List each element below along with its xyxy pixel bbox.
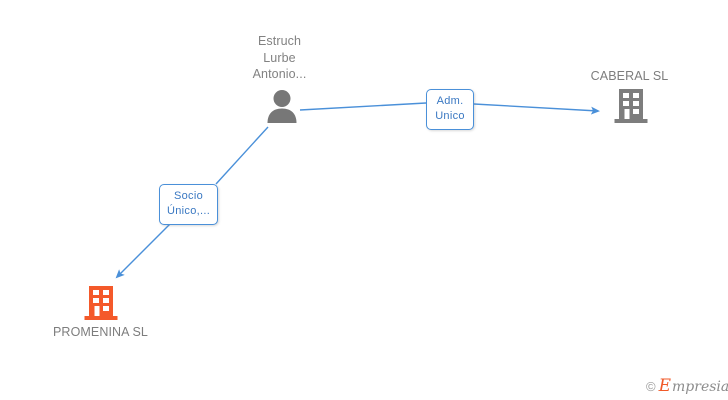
copyright-icon: © bbox=[646, 379, 656, 394]
building-icon-caberal[interactable] bbox=[613, 88, 649, 124]
person-node-label: Estruch Lurbe Antonio... bbox=[252, 34, 307, 81]
empresia-watermark: © E mpresia bbox=[646, 378, 728, 395]
person-icon[interactable] bbox=[264, 89, 300, 123]
brand-initial: E bbox=[658, 376, 672, 396]
building-icon-promenina[interactable] bbox=[83, 285, 119, 321]
edge-line-socio-to-promenina bbox=[115, 215, 179, 279]
edge-label-adm-unico[interactable]: Adm. Unico bbox=[426, 89, 474, 130]
edge-line-person-to-socio bbox=[215, 126, 269, 185]
edge-line-adm-to-caberal bbox=[473, 103, 600, 115]
edge-label-socio-unico[interactable]: Socio Único,... bbox=[159, 184, 218, 225]
brand-name: mpresia bbox=[672, 378, 728, 395]
company-node-label-caberal: CABERAL SL bbox=[590, 69, 669, 83]
edge-line-person-to-adm bbox=[299, 102, 427, 111]
company-node-label-promenina: PROMENINA SL bbox=[53, 325, 148, 339]
